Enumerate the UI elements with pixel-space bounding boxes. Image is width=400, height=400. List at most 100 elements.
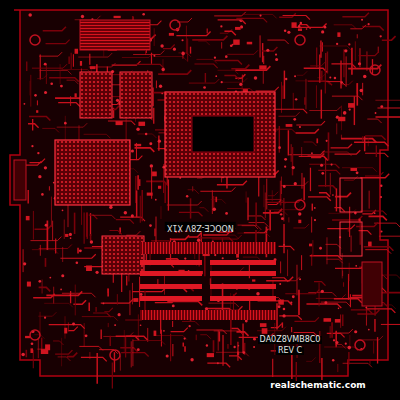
smd-pad [64, 328, 67, 334]
trace [348, 227, 349, 231]
trace [316, 294, 346, 298]
trace [306, 304, 341, 308]
via [160, 44, 163, 47]
trace [263, 70, 264, 84]
smd-pad [278, 300, 284, 305]
trace [182, 321, 199, 325]
via [240, 20, 242, 22]
via [61, 274, 64, 277]
trace [87, 212, 89, 238]
via [214, 254, 216, 256]
trace [294, 317, 318, 321]
trace [316, 138, 318, 143]
trace [316, 48, 317, 68]
smd-pad [235, 27, 241, 30]
trace [350, 294, 351, 307]
via [150, 164, 153, 167]
trace [136, 64, 164, 68]
via [290, 302, 292, 304]
trace [281, 181, 308, 185]
trace [200, 187, 235, 191]
smd-pad [309, 244, 312, 247]
via [266, 49, 269, 52]
trace [156, 81, 157, 89]
via [348, 43, 350, 45]
trace [296, 121, 325, 125]
via [324, 26, 327, 29]
trace [242, 14, 277, 18]
via [225, 55, 228, 58]
trace [192, 36, 227, 40]
trace [360, 174, 389, 178]
via [38, 280, 41, 283]
smd-pad [291, 22, 296, 28]
trace [247, 198, 248, 221]
trace [356, 83, 358, 106]
via [184, 337, 186, 339]
trace [369, 191, 370, 209]
trace [95, 307, 96, 312]
trace [215, 60, 242, 64]
trace [260, 35, 261, 57]
smd-pad [298, 28, 302, 30]
smd-pad [335, 319, 341, 323]
trace [218, 70, 239, 74]
via [155, 199, 157, 201]
trace [335, 193, 351, 197]
trace [154, 229, 155, 237]
via [172, 304, 175, 307]
via [149, 142, 152, 145]
via [292, 295, 295, 298]
trace [376, 113, 400, 117]
trace [325, 159, 326, 187]
via [166, 354, 169, 357]
via [321, 172, 324, 175]
trace [184, 346, 186, 351]
trace [136, 190, 137, 217]
via [214, 57, 216, 59]
trace [67, 80, 79, 84]
memory-chip [80, 72, 112, 118]
trace [218, 330, 219, 350]
smd-pad [207, 353, 214, 357]
via [186, 195, 188, 197]
trace [327, 225, 355, 229]
trace [357, 34, 358, 38]
trace [359, 52, 379, 56]
trace [337, 364, 338, 372]
trace [332, 216, 362, 220]
via [45, 224, 48, 227]
via [321, 290, 324, 293]
memory-slot-pads [140, 260, 276, 301]
trace [183, 343, 185, 347]
trace [172, 344, 173, 356]
trace [236, 18, 267, 22]
trace [60, 254, 95, 258]
trace [60, 64, 61, 84]
trace [110, 336, 111, 346]
via [331, 164, 333, 166]
trace [351, 236, 352, 252]
trace [114, 352, 115, 372]
trace [79, 346, 103, 350]
trace [74, 213, 76, 234]
smd-pad [236, 254, 239, 258]
via [294, 182, 297, 185]
trace [46, 291, 82, 295]
trace [52, 221, 53, 241]
via [28, 13, 32, 17]
via [314, 219, 316, 221]
trace [163, 45, 175, 49]
trace [237, 225, 258, 229]
via [283, 244, 285, 246]
via [212, 207, 216, 211]
trace [364, 136, 365, 151]
via [380, 184, 382, 186]
trace [293, 224, 309, 228]
trace [311, 217, 312, 233]
via [64, 122, 67, 125]
trace [242, 75, 243, 83]
trace [96, 353, 97, 384]
trace [258, 301, 292, 305]
trace [295, 81, 330, 85]
